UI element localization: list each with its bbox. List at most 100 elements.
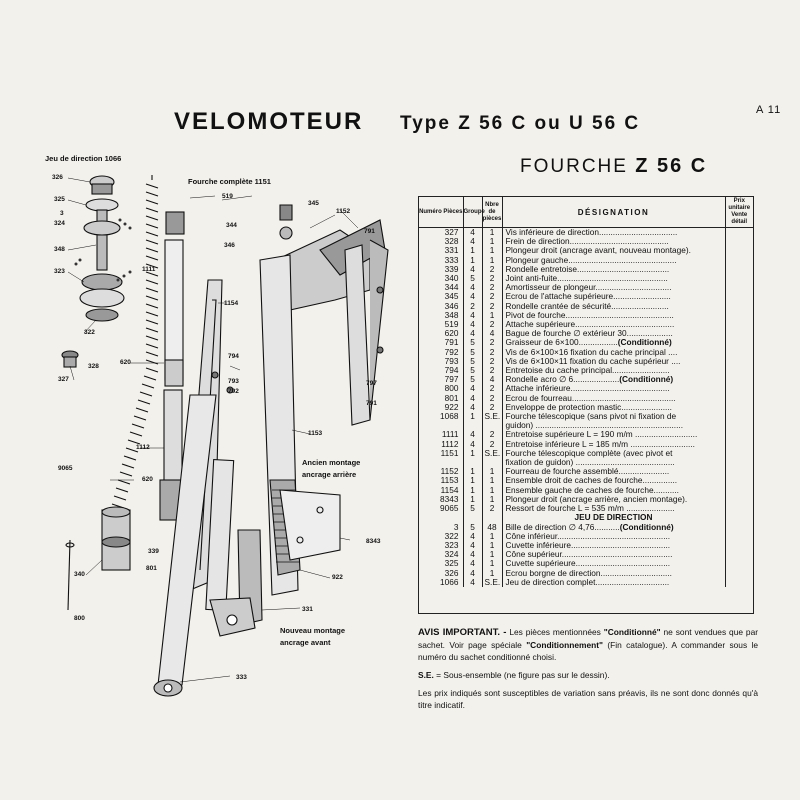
label-922: 922 [332, 574, 343, 581]
label-801: 801 [146, 565, 157, 572]
part-quantity: 48 [482, 522, 503, 532]
designation-text: Fourreau de fourche assemblé............… [505, 467, 670, 477]
label-340: 340 [74, 571, 85, 578]
part-number: 791 [419, 338, 464, 348]
designation-text: Ecrou de fourreau.......................… [505, 393, 676, 403]
part-designation: Plongeur droit (ancrage avant, nouveau m… [502, 246, 726, 256]
part-price [725, 412, 753, 421]
part-price [725, 237, 753, 246]
part-price [725, 366, 753, 375]
part-number: 346 [419, 301, 464, 311]
part-quantity: 1 [482, 246, 503, 256]
part-number: 1068 [419, 412, 464, 422]
part-number: 8343 [419, 494, 464, 505]
label-344: 344 [226, 222, 237, 229]
label-ancien-montage: Ancien montage [302, 458, 361, 467]
designation-text: Rondelle entretoise.....................… [505, 264, 670, 274]
conditionne-tag: (Conditionné) [617, 338, 672, 348]
part-designation: Entretoise supérieure L = 190 m/m ......… [502, 430, 726, 440]
designation-text: guidon) ................................… [505, 421, 684, 431]
se-note: S.E. = Sous-ensemble (ne figure pas sur … [418, 669, 758, 681]
part-group: 4 [463, 384, 483, 394]
part-price [725, 384, 753, 393]
se-label: S.E. [418, 670, 434, 680]
part-quantity: S.E. [482, 448, 503, 459]
part-designation: Attache inférieure......................… [502, 384, 726, 394]
part-number: 326 [419, 568, 464, 578]
part-number: 348 [419, 310, 464, 321]
part-designation: fixation de guidon) ....................… [502, 458, 726, 468]
table-header-row: Numéro Pièces Groupe Nbre de pièces DÉSI… [419, 197, 753, 228]
part-group: 4 [463, 559, 483, 569]
avis-text-1: Les pièces mentionnées [509, 627, 601, 637]
label-793: 793 [228, 378, 239, 385]
part-group: 5 [463, 338, 483, 348]
designation-text: Enveloppe de protection mastic..........… [505, 402, 672, 412]
part-number: 327 [419, 227, 464, 238]
part-designation: Vis de 6×100×11 fixation du cache supéri… [502, 356, 726, 367]
designation-text: Ecrou de l'attache supérieure...........… [505, 292, 671, 302]
part-number: 792 [419, 347, 464, 357]
part-quantity: 2 [482, 347, 503, 357]
designation-text: Entretoise supérieure L = 190 m/m ......… [505, 430, 698, 440]
part-designation: Ecrou borgne de direction...............… [502, 568, 726, 578]
part-number: 339 [419, 264, 464, 275]
part-group: 4 [463, 577, 483, 587]
part-price [725, 348, 753, 357]
designation-text: Vis de 6×100×11 fixation du cache supéri… [505, 356, 681, 366]
part-group: 4 [463, 550, 483, 560]
part-number: 325 [419, 559, 464, 569]
part-group: 1 [463, 476, 483, 486]
part-price [725, 292, 753, 301]
part-quantity: 2 [482, 292, 503, 302]
part-number: 328 [419, 237, 464, 247]
part-number: 797 [419, 375, 464, 385]
designation-text: Cuvette inférieure......................… [505, 540, 671, 550]
part-number: 1111 [419, 430, 464, 440]
designation-text: Plongeur droit (ancrage avant, nouveau m… [505, 246, 691, 256]
part-price [725, 458, 753, 467]
label-339: 339 [148, 548, 159, 555]
designation-text: Amortisseur de plongeur.................… [505, 283, 672, 293]
part-price [725, 320, 753, 329]
part-group: 4 [463, 540, 483, 551]
part-designation: Amortisseur de plongeur.................… [502, 283, 726, 293]
part-price [725, 329, 753, 338]
part-number: 340 [419, 274, 464, 284]
label-1111: 1111 [142, 266, 156, 273]
part-number: 801 [419, 393, 464, 403]
part-group: 4 [463, 531, 483, 541]
part-quantity: 1 [482, 255, 503, 265]
part-number: 344 [419, 283, 464, 293]
part-quantity [482, 421, 503, 431]
part-group: 1 [463, 494, 483, 505]
designation-text: Joint anti-fuite........................… [505, 274, 668, 284]
avis-cond-2: "Conditionnement" [526, 640, 603, 650]
part-group: 5 [463, 522, 483, 532]
part-group: 4 [463, 283, 483, 293]
header-prix: Prix unitaire Vente détail [725, 197, 753, 228]
avis-important: AVIS IMPORTANT. - Les pièces mentionnées… [418, 626, 758, 663]
part-price [725, 403, 753, 412]
title-type: Type Z 56 C ou U 56 C [400, 113, 641, 134]
part-quantity: 2 [482, 283, 503, 293]
part-quantity: 1 [482, 237, 503, 247]
label-8343: 8343 [366, 538, 381, 545]
part-number: 3 [419, 522, 464, 532]
part-designation: Bille de direction ∅ 4,76...........(Con… [502, 522, 726, 532]
part-designation: Cône inférieur..........................… [502, 531, 726, 541]
part-price [725, 311, 753, 320]
part-group: 1 [463, 255, 483, 265]
part-price [725, 357, 753, 366]
